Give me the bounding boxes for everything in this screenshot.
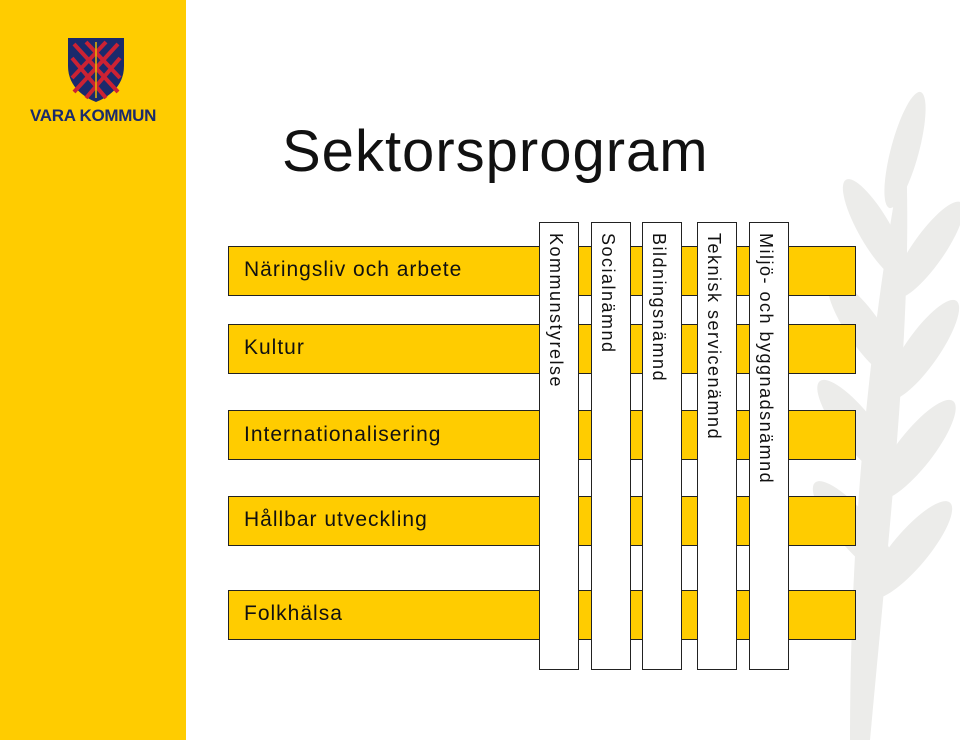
logo: VARA KOMMUN	[30, 36, 170, 136]
page-title: Sektorsprogram	[282, 119, 709, 184]
committee-column: Teknisk servicenämnd	[697, 222, 737, 670]
committee-column: Kommunstyrelse	[539, 222, 579, 670]
program-label: Internationalisering	[244, 423, 442, 446]
committee-column: Miljö- och byggnadsnämnd	[749, 222, 789, 670]
program-label: Folkhälsa	[244, 602, 343, 625]
committee-label: Socialnämnd	[598, 233, 618, 354]
committee-column: Bildningsnämnd	[642, 222, 682, 670]
committee-column: Socialnämnd	[591, 222, 631, 670]
program-label: Kultur	[244, 336, 305, 359]
logo-text: VARA KOMMUN	[30, 106, 157, 125]
program-label: Näringsliv och arbete	[244, 258, 463, 281]
committee-label: Miljö- och byggnadsnämnd	[756, 233, 776, 485]
program-label: Hållbar utveckling	[244, 508, 428, 531]
committee-label: Bildningsnämnd	[649, 233, 669, 383]
shield-crest-icon	[68, 38, 124, 102]
committee-label: Kommunstyrelse	[546, 233, 566, 389]
sidebar-band	[0, 0, 186, 740]
committee-label: Teknisk servicenämnd	[704, 233, 724, 441]
